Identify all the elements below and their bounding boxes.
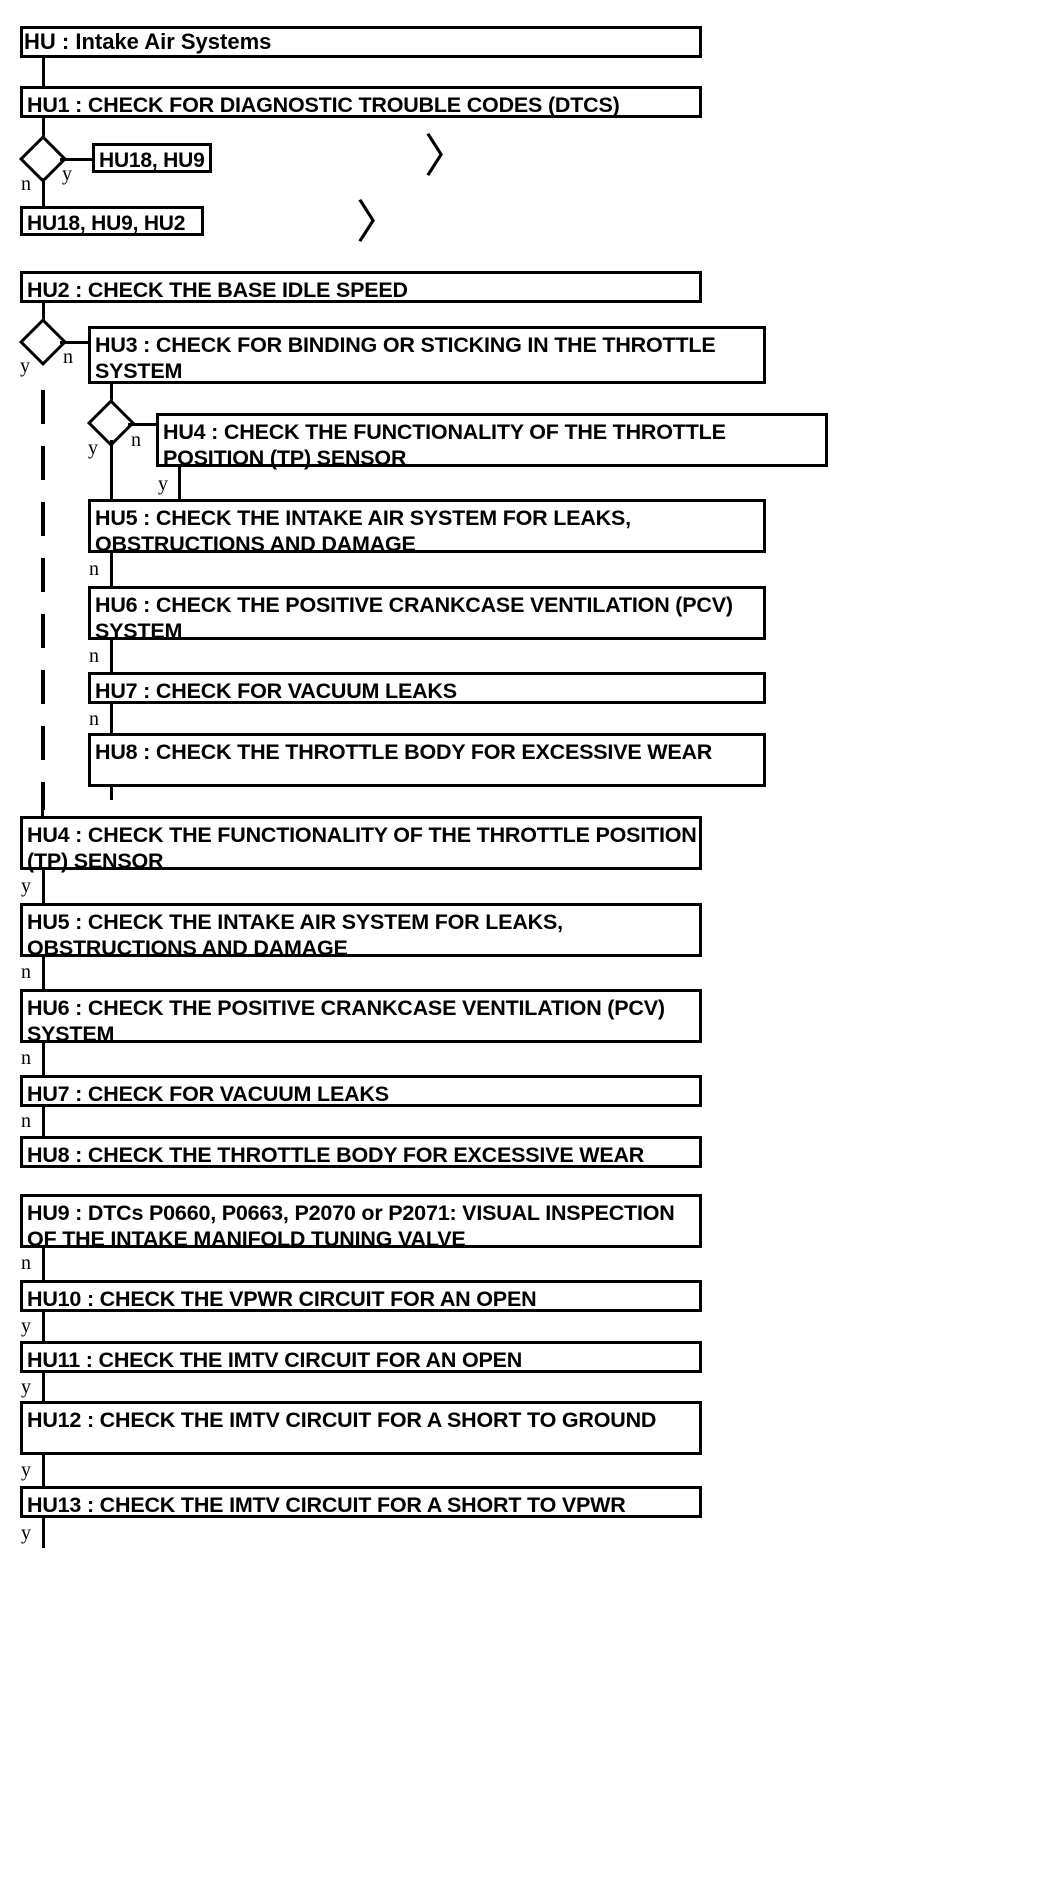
decision1-no-label: n xyxy=(21,173,31,195)
connector-chevron-1: 〉 xyxy=(424,131,470,182)
edge-hu9-hu10 xyxy=(42,1248,45,1280)
edge-hu7nested-hu8nested xyxy=(110,704,113,733)
edge-hu12-hu13 xyxy=(42,1455,45,1486)
node-hu4-main[interactable]: HU4 : CHECK THE FUNCTIONALITY OF THE THR… xyxy=(20,816,702,873)
node-hu7-nested[interactable]: HU7 : CHECK FOR VACUUM LEAKS xyxy=(88,672,766,704)
edge-spine-to-hu4main xyxy=(41,796,44,816)
hu6-main-no-label: n xyxy=(21,1047,31,1069)
node-hu6-nested[interactable]: HU6 : CHECK THE POSITIVE CRANKCASE VENTI… xyxy=(88,586,766,643)
edge-hu10-hu11 xyxy=(42,1312,45,1341)
node-hu10[interactable]: HU10 : CHECK THE VPWR CIRCUIT FOR AN OPE… xyxy=(20,1280,702,1312)
diagram-header-bracket xyxy=(20,26,702,58)
connector-chevron-2: 〉 xyxy=(356,197,402,248)
hu12-yes-label: y xyxy=(21,1459,31,1481)
edge-hu11-hu12 xyxy=(42,1373,45,1401)
edge-header-hu1 xyxy=(42,58,45,86)
decision3-no-label: n xyxy=(131,429,141,451)
node-hu13[interactable]: HU13 : CHECK THE IMTV CIRCUIT FOR A SHOR… xyxy=(20,1486,702,1518)
edge-decision2-yes-spine xyxy=(41,390,45,810)
edge-hu13-next xyxy=(42,1518,45,1548)
hu13-yes-label: y xyxy=(21,1522,31,1544)
decision1-yes-label: y xyxy=(62,163,72,185)
decision2-yes-label: y xyxy=(20,355,30,377)
node-hu5-nested[interactable]: HU5 : CHECK THE INTAKE AIR SYSTEM FOR LE… xyxy=(88,499,766,556)
edge-decision2-hu3 xyxy=(60,341,90,344)
edge-hu2-decision2 xyxy=(42,303,45,325)
edge-hu5main-hu6main xyxy=(42,957,45,989)
node-ref-hu18-hu9-hu2[interactable]: HU18, HU9, HU2 xyxy=(20,206,204,236)
node-hu9[interactable]: HU9 : DTCs P0660, P0663, P2070 or P2071:… xyxy=(20,1194,702,1251)
edge-decision1-ref2 xyxy=(42,178,45,206)
hu6-nested-no-label: n xyxy=(89,645,99,667)
node-hu5-main[interactable]: HU5 : CHECK THE INTAKE AIR SYSTEM FOR LE… xyxy=(20,903,702,960)
hu10-yes-label: y xyxy=(21,1315,31,1337)
page-title: HU : Intake Air Systems xyxy=(24,29,272,54)
hu4-nested-yes-label: y xyxy=(158,473,168,495)
hu11-yes-label: y xyxy=(21,1376,31,1398)
node-ref-hu18-hu9[interactable]: HU18, HU9 xyxy=(92,143,212,173)
node-hu6-main[interactable]: HU6 : CHECK THE POSITIVE CRANKCASE VENTI… xyxy=(20,989,702,1046)
edge-hu5nested-hu6nested xyxy=(110,553,113,586)
node-hu1[interactable]: HU1 : CHECK FOR DIAGNOSTIC TROUBLE CODES… xyxy=(20,86,702,118)
hu4-main-yes-label: y xyxy=(21,875,31,897)
edge-hu4nested-hu5nested xyxy=(178,467,181,499)
edge-hu6nested-hu7nested xyxy=(110,640,113,672)
node-hu11[interactable]: HU11 : CHECK THE IMTV CIRCUIT FOR AN OPE… xyxy=(20,1341,702,1373)
decision3-yes-label: y xyxy=(88,437,98,459)
edge-hu1-decision1 xyxy=(42,118,45,142)
node-hu8-main[interactable]: HU8 : CHECK THE THROTTLE BODY FOR EXCESS… xyxy=(20,1136,702,1168)
decision2-no-label: n xyxy=(63,346,73,368)
hu5-main-no-label: n xyxy=(21,961,31,983)
diagram-header-topline xyxy=(20,26,702,29)
hu7-nested-no-label: n xyxy=(89,708,99,730)
edge-hu3-decision3 xyxy=(110,384,113,406)
edge-decision3-hu4nested xyxy=(128,423,158,426)
node-hu12[interactable]: HU12 : CHECK THE IMTV CIRCUIT FOR A SHOR… xyxy=(20,1401,702,1455)
node-hu7-main[interactable]: HU7 : CHECK FOR VACUUM LEAKS xyxy=(20,1075,702,1107)
hu9-no-label: n xyxy=(21,1252,31,1274)
edge-hu6main-hu7main xyxy=(42,1043,45,1075)
node-hu2[interactable]: HU2 : CHECK THE BASE IDLE SPEED xyxy=(20,271,702,303)
edge-hu4main-hu5main xyxy=(42,870,45,903)
edge-hu7main-hu8main xyxy=(42,1107,45,1136)
node-hu4-nested[interactable]: HU4 : CHECK THE FUNCTIONALITY OF THE THR… xyxy=(156,413,828,470)
edge-decision1-ref1 xyxy=(60,158,92,161)
node-hu8-nested[interactable]: HU8 : CHECK THE THROTTLE BODY FOR EXCESS… xyxy=(88,733,766,787)
hu5-nested-no-label: n xyxy=(89,558,99,580)
node-hu3[interactable]: HU3 : CHECK FOR BINDING OR STICKING IN T… xyxy=(88,326,766,384)
hu7-main-no-label: n xyxy=(21,1110,31,1132)
